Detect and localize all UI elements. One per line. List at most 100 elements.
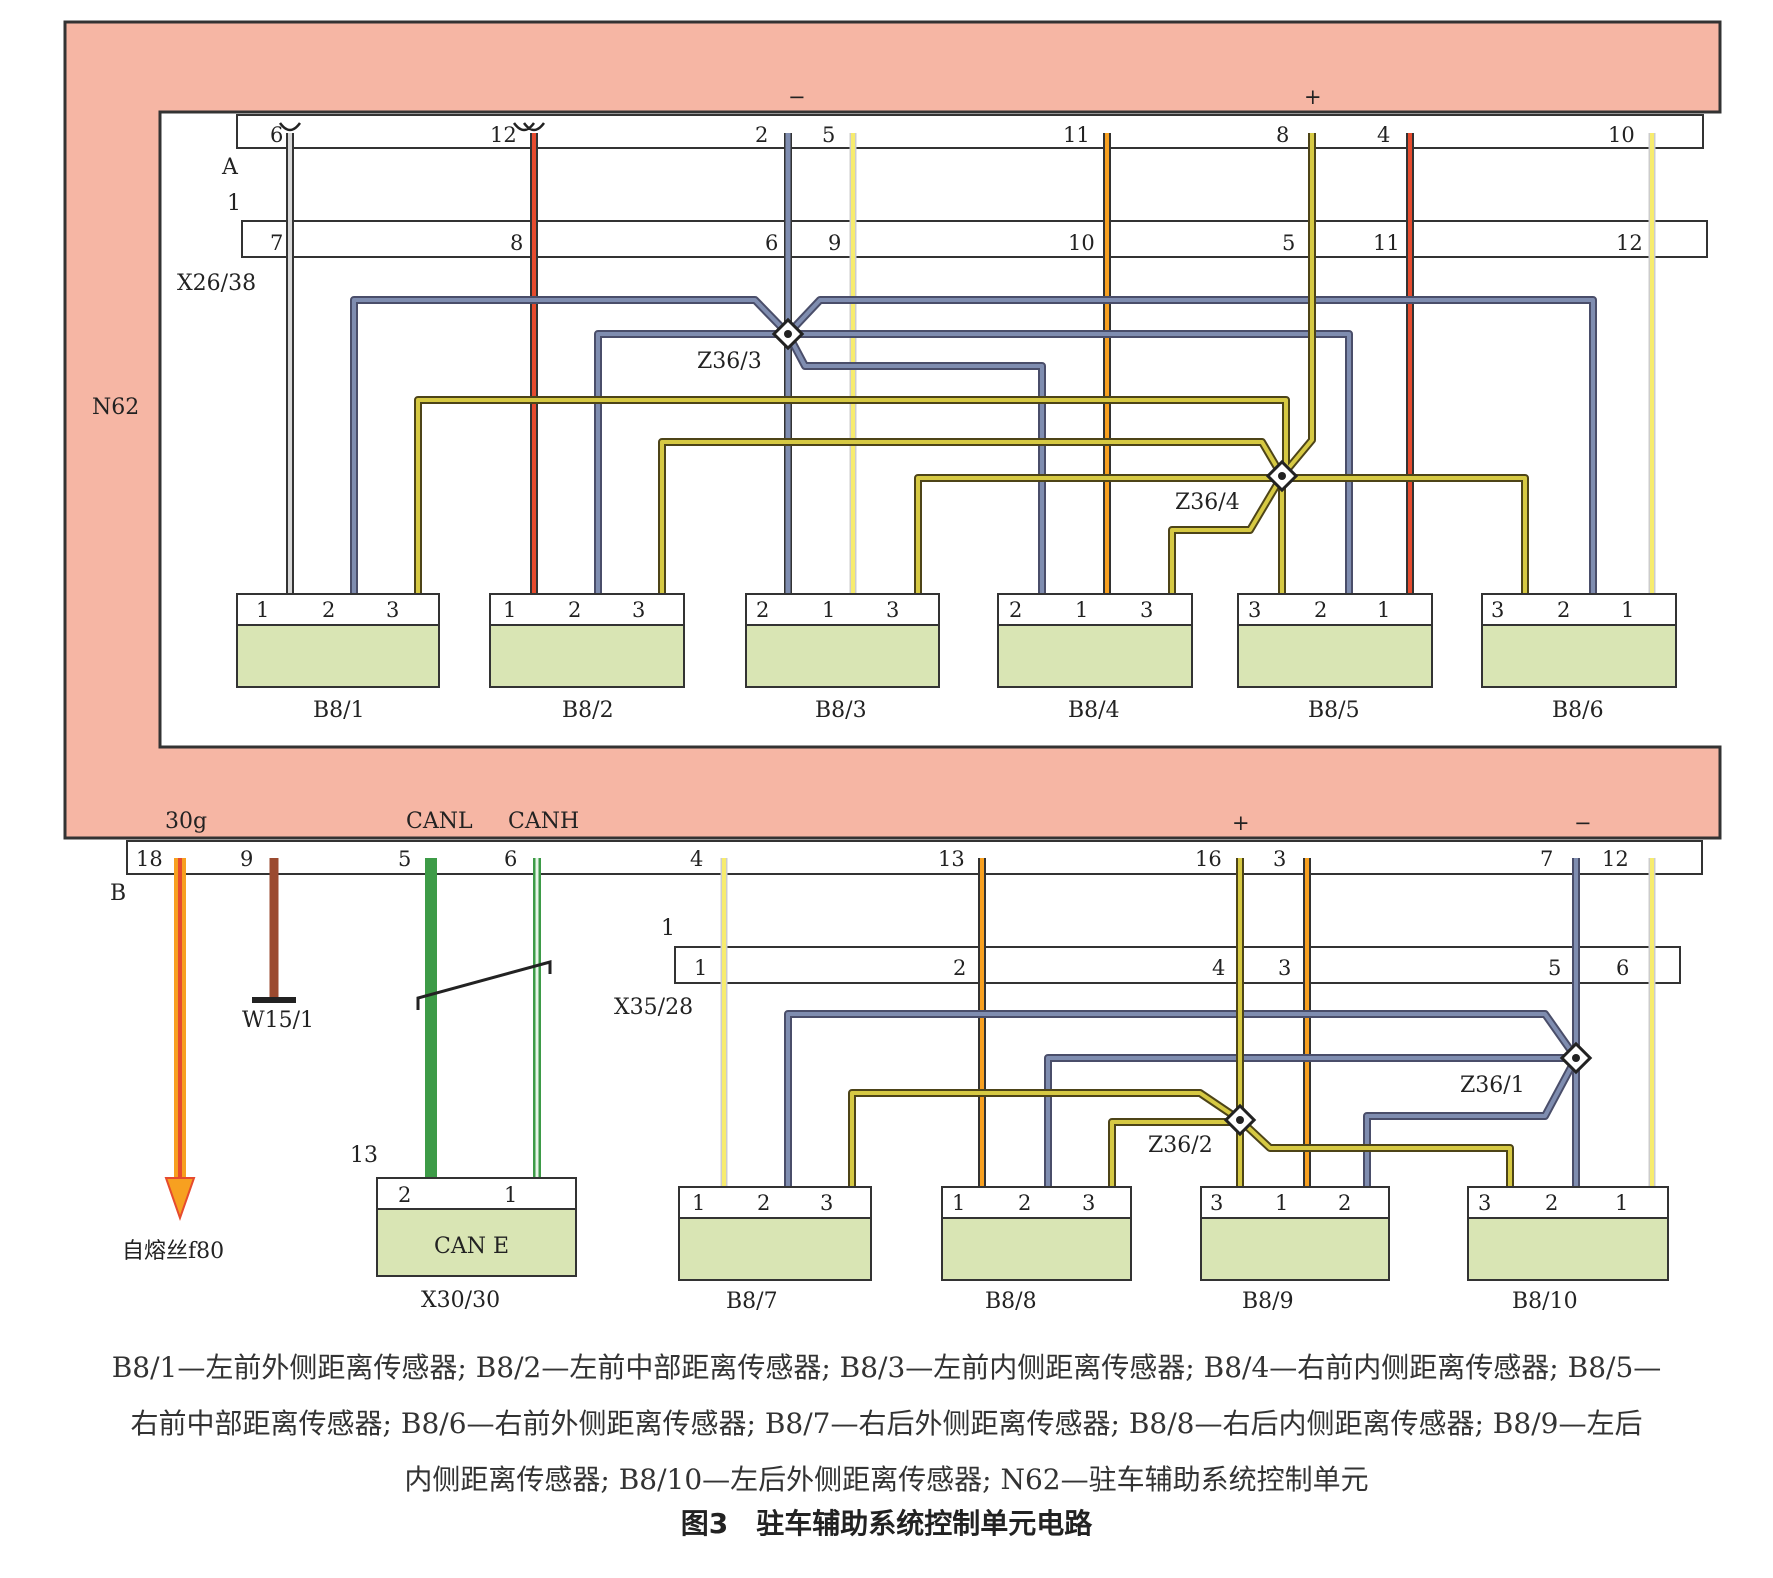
svg-text:3: 3 [886,598,899,622]
svg-text:11: 11 [1373,231,1400,255]
x35-side-label: 1 [661,916,675,941]
lower-left-wiring [164,858,552,1222]
ground-label: W15/1 [242,1008,314,1033]
svg-text:B8/1: B8/1 [313,698,365,723]
sensor-b8-4: 2 1 3 B8/4 [997,593,1193,723]
svg-text:1: 1 [503,598,516,622]
sensor-b8-8: 1 2 3 B8/8 [941,1186,1132,1314]
a-pin: 11 [1063,123,1090,147]
svg-text:2: 2 [568,598,581,622]
b-signal-canh: CANH [508,809,579,834]
svg-text:−: − [1574,811,1592,835]
rear-sensors: 1 2 3 B8/7 1 2 3 B8/8 3 1 2 B8/9 3 2 1 [678,1186,1669,1314]
svg-text:12: 12 [1602,847,1629,871]
svg-text:B8/4: B8/4 [1068,698,1120,723]
connector-b-pins: 18 9 5 6 4 13 16 + 3 7 − 12 [136,811,1629,871]
svg-text:7: 7 [270,231,283,255]
svg-text:3: 3 [632,598,645,622]
x35-pins: 1 2 4 3 5 6 [694,956,1629,980]
svg-text:1: 1 [952,1191,965,1215]
connector-x26-38 [241,220,1708,258]
connector-x35-28 [674,946,1681,984]
a-pin: 8 [1276,123,1289,147]
sensor-b8-3: 2 1 3 B8/3 [745,593,940,723]
unit-label: N62 [92,395,139,420]
svg-text:3: 3 [1210,1191,1223,1215]
x26-side-label: 1 [227,191,241,216]
svg-text:3: 3 [1082,1191,1095,1215]
sensor-b8-6: 3 2 1 B8/6 [1481,593,1677,723]
svg-text:2: 2 [953,956,966,980]
sensor-b8-10: 3 2 1 B8/10 [1467,1186,1669,1314]
svg-text:2: 2 [1018,1191,1031,1215]
svg-text:B8/10: B8/10 [1512,1289,1578,1314]
a-pin: 4 [1377,123,1390,147]
svg-text:3: 3 [1273,847,1286,871]
caption-line: B8/1—左前外侧距离传感器; B8/2—左前中部距离传感器; B8/3—左前内… [111,1351,1662,1384]
svg-text:12: 12 [1616,231,1643,255]
svg-text:3: 3 [820,1191,833,1215]
svg-text:1: 1 [1075,598,1088,622]
svg-text:3: 3 [1478,1191,1491,1215]
svg-text:2: 2 [398,1183,411,1207]
svg-text:2: 2 [1338,1191,1351,1215]
connector-b [126,840,1703,875]
svg-text:6: 6 [765,231,778,255]
svg-text:1: 1 [256,598,269,622]
svg-text:10: 10 [1068,231,1095,255]
svg-text:3: 3 [1491,598,1504,622]
svg-text:1: 1 [504,1183,517,1207]
svg-text:4: 4 [1212,956,1225,980]
svg-text:B8/9: B8/9 [1242,1289,1294,1314]
svg-text:13: 13 [938,847,965,871]
splice-z36-1-label: Z36/1 [1460,1073,1525,1098]
a-pin-mark: − [788,85,806,109]
svg-text:2: 2 [1009,598,1022,622]
a-pin: 2 [755,123,768,147]
connector-a-pins: 6 12 2 − 5 11 8 + 4 10 [270,85,1635,147]
figure-title: 图3 驻车辅助系统控制单元电路 [680,1507,1093,1540]
svg-text:16: 16 [1195,847,1222,871]
rear-wiring [720,858,1656,1192]
a-pin-mark: + [1304,85,1322,109]
splice-z36-4-label: Z36/4 [1175,490,1240,515]
svg-text:1: 1 [822,598,835,622]
svg-text:1: 1 [1275,1191,1288,1215]
splice-z36-1 [1559,1041,1593,1075]
svg-text:9: 9 [240,847,253,871]
sensor-b8-9: 3 1 2 B8/9 [1200,1186,1390,1314]
svg-text:7: 7 [1540,847,1553,871]
a-pin: 6 [270,123,283,147]
x26-label: X26/38 [177,271,256,296]
svg-text:B8/3: B8/3 [815,698,867,723]
svg-text:5: 5 [1548,956,1561,980]
svg-text:6: 6 [504,847,517,871]
splice-z36-2-label: Z36/2 [1148,1133,1213,1158]
splice-z36-2 [1223,1103,1257,1137]
splice-z36-4 [1265,459,1299,493]
legend-caption: B8/1—左前外侧距离传感器; B8/2—左前中部距离传感器; B8/3—左前内… [20,1340,1753,1508]
svg-text:2: 2 [322,598,335,622]
svg-text:X30/30: X30/30 [421,1288,500,1313]
fuse-label: 自熔丝f80 [122,1239,224,1264]
svg-text:9: 9 [828,231,841,255]
sensor-b8-5: 3 2 1 B8/5 [1237,593,1433,723]
a-x26-pin-symbols [278,122,546,132]
svg-text:B8/8: B8/8 [985,1289,1037,1314]
b-signal-canl: CANL [406,809,473,834]
svg-text:2: 2 [757,1191,770,1215]
svg-text:4: 4 [690,847,703,871]
sensor-b8-7: 1 2 3 B8/7 [678,1186,872,1314]
b-signal-30g: 30g [165,809,207,834]
splice-z36-3 [771,317,805,351]
front-wiring [286,133,1656,610]
svg-text:2: 2 [1545,1191,1558,1215]
svg-text:3: 3 [1248,598,1261,622]
caption-line: 右前中部距离传感器; B8/6—右前外侧距离传感器; B8/7—右后外侧距离传感… [130,1407,1643,1440]
svg-text:6: 6 [1616,956,1629,980]
circuit-diagram: N62 A 1 X26/38 [63,20,1722,1314]
svg-text:1: 1 [1621,598,1634,622]
connector-a [236,114,1704,149]
svg-text:2: 2 [1314,598,1327,622]
svg-text:13: 13 [350,1143,378,1168]
